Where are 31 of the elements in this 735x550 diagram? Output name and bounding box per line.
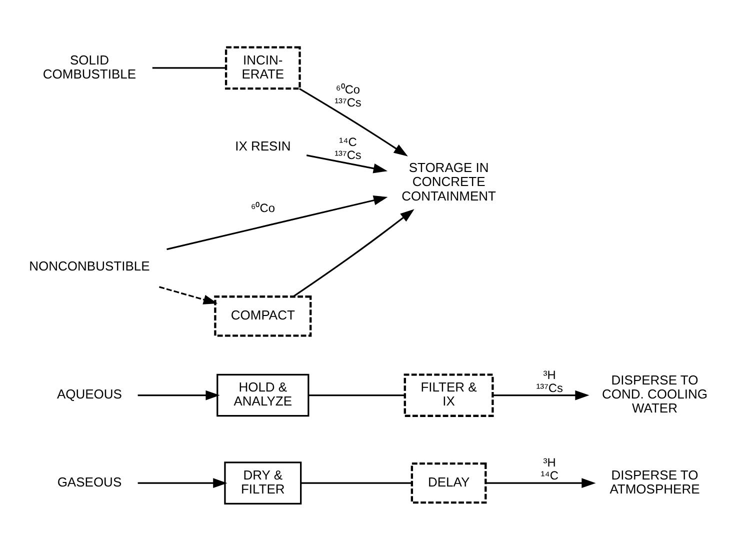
node-text: STORAGE IN CONCRETE CONTAINMENT	[402, 160, 496, 203]
node-text: AQUEOUS	[56, 386, 122, 402]
arrow	[299, 88, 408, 156]
connector	[152, 66, 226, 68]
connector	[301, 482, 412, 484]
arrow	[138, 390, 220, 400]
edge-label: ⁶⁰Co	[250, 200, 275, 214]
edge-label: ⁶⁰Co ¹³⁷Cs	[334, 82, 362, 110]
node-box: HOLD & ANALYZE	[216, 373, 310, 416]
edge-label: ³H ¹⁴C	[540, 455, 558, 482]
node-box: FILTER & IX	[404, 373, 494, 416]
arrow	[166, 194, 388, 250]
node-box: DELAY	[410, 462, 487, 504]
node-text: IX RESIN	[235, 138, 291, 153]
node-box: DRY & FILTER	[224, 461, 302, 504]
arrow	[292, 208, 414, 297]
node-text: NONCONBUSTIBLE	[29, 258, 150, 274]
node-text: GASEOUS	[57, 474, 122, 489]
connector	[308, 394, 405, 396]
arrow	[493, 390, 590, 400]
arrow	[306, 154, 388, 173]
arrow	[486, 478, 596, 488]
node-text: SOLID COMBUSTIBLE	[42, 52, 136, 81]
arrow	[138, 478, 228, 488]
edge-label: ³H ¹³⁷Cs	[536, 367, 563, 394]
arrow	[159, 286, 218, 304]
node-box: INCIN- ERATE	[224, 46, 301, 90]
node-text: DISPERSE TO COND. COOLING WATER	[602, 372, 708, 416]
node-box: COMPACT	[214, 295, 312, 336]
node-text: DISPERSE TO ATMOSPHERE	[610, 466, 700, 496]
edge-label: ¹⁴C ¹³⁷Cs	[334, 134, 362, 162]
